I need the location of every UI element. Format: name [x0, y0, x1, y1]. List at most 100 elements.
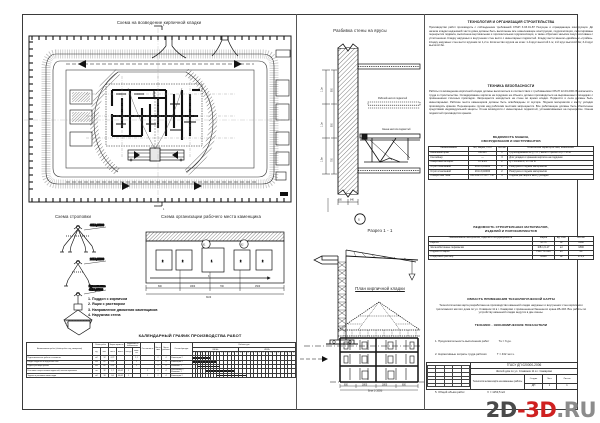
callout-k1: К1	[203, 244, 206, 246]
equipment-title-line1: ВЕДОМОСТЬ МАШИН,	[492, 135, 530, 139]
stamp-col-sheet: Лист	[542, 374, 557, 384]
svg-text:800: 800	[332, 87, 334, 92]
svg-text:1800: 1800	[362, 384, 368, 386]
gantt-bar	[206, 361, 208, 363]
calendar-header-cell: маш-ч	[116, 347, 125, 357]
gantt-cell	[199, 372, 204, 379]
gantt-cell	[191, 363, 196, 369]
crane-elevation	[304, 249, 422, 347]
heading-safety: ТЕХНИКА БЕЗОПАСНОСТИ	[487, 84, 535, 88]
gantt-cell	[207, 363, 212, 369]
column-divider-1	[296, 14, 297, 410]
gantt-bar	[198, 365, 200, 368]
slinging-label-2: 2СК-3,0/2000	[90, 259, 105, 261]
gantt-bar	[224, 374, 227, 377]
watermark-dash: -	[517, 398, 526, 422]
column-divider-2	[424, 14, 425, 410]
gantt-bar	[214, 361, 216, 363]
gantt-bar	[200, 361, 203, 363]
tep-item-5: 5. Общий объём работ V = 1153,5 м3	[435, 389, 505, 394]
gantt-bar	[220, 374, 224, 377]
gantt-cell	[197, 372, 201, 379]
gantt-bar	[231, 370, 235, 372]
gantt-bar	[195, 361, 198, 363]
watermark-3d: 3D	[525, 398, 557, 422]
gantt-bar	[208, 365, 211, 368]
task-value: 18	[100, 372, 109, 379]
calendar-header-cell: чел-ч	[108, 347, 117, 357]
gantt-bar	[206, 370, 208, 372]
task-value: 1	[140, 372, 155, 379]
task-crew: Монтажники 2, Машинист 1	[169, 367, 193, 375]
title-block: ГГАСУ ДП 020000-2006 Жилой дом по ул. Сл…	[426, 362, 578, 390]
tier-dim-1: 1,0м	[322, 157, 324, 162]
gantt-bar	[198, 357, 200, 359]
materials-table: Наименование материалов, изделий и полуф…	[428, 236, 594, 261]
svg-text:2: 2	[262, 261, 264, 263]
gantt-bar	[203, 357, 206, 359]
title-site-plan: Схема на возведение кирпичной кладки	[116, 20, 202, 25]
flow-arrow-icon	[300, 356, 328, 362]
gantt-bar	[224, 370, 227, 372]
task-crew: Каменщики 2	[169, 372, 193, 379]
table-cell: Поворотная база	[428, 174, 469, 180]
stamp-val-sheet: 1	[542, 383, 557, 390]
gantt-cell	[210, 372, 214, 379]
table-cell: Подача раствора к месту укладки	[507, 174, 594, 180]
gantt-bar	[195, 357, 198, 359]
svg-text:640: 640	[350, 200, 355, 202]
svg-text:2: 2	[182, 261, 184, 263]
calendar-header-cell: маш-см	[132, 347, 141, 357]
wall-note-lower: Смена настила подмостей	[382, 128, 411, 131]
legend-item-3: 3. Направление движения каменщиков	[88, 307, 158, 312]
gantt-bar	[203, 365, 206, 368]
stamp-val-sheets: 1	[556, 383, 578, 390]
tep-item-2: 2. Нормативные затраты труда рабочих Т =…	[435, 351, 515, 356]
callout-k2: К2	[241, 244, 244, 246]
equipment-table: Наименование Тип, марка, ГОСТ Кол-во Тех…	[428, 146, 594, 180]
gantt-bar	[216, 365, 220, 368]
calendar-header: Наименование работ (объём работ и ед. из…	[26, 341, 297, 357]
heading-scope: ОБЛАСТЬ ПРИМЕНЕНИЯ ТЕХНОЛОГИЧЕСКОЙ КАРТЫ	[467, 297, 555, 301]
gantt-bar	[235, 374, 239, 377]
svg-text:1800: 1800	[190, 286, 196, 288]
gantt-bar	[192, 361, 195, 363]
tep-item-1: 1. Продолжительность выполнения работ Тн…	[435, 339, 512, 344]
stamp-val-stage: ДП	[524, 383, 543, 390]
gantt-bar	[220, 370, 224, 372]
task-value: 4	[161, 372, 171, 379]
svg-text:600: 600	[158, 286, 163, 288]
svg-text:3: 3	[208, 276, 210, 278]
title-calendar: КАЛЕНДАРНЫЙ ГРАФИК ПРОИЗВОДСТВА РАБОТ	[138, 333, 242, 338]
node-marker-b: Б	[354, 213, 366, 225]
svg-text:1: 1	[163, 209, 165, 211]
workplace-legend: 1. Поддон с кирпичом 2. Ящик с раствором…	[88, 297, 157, 319]
gantt-bar	[216, 370, 220, 372]
task-value	[132, 372, 141, 379]
slinging-label-1: 4СК-3,0/4000	[90, 225, 105, 227]
task-value: 40,0/2	[116, 372, 125, 379]
calendar-header-cell: Состав бригады	[169, 341, 193, 357]
workplace-diagram: 2 2 1 2 2 К1 К2 3 600 1800 700 1500 3100	[145, 231, 285, 299]
gantt-cell	[207, 372, 212, 379]
text-safety: Работы по возведению кирпичной кладки до…	[429, 90, 593, 115]
calendar-header-cell: чел-дн	[124, 347, 133, 357]
heading-materials-table: ВЕДОМОСТЬ СТРОИТЕЛЬНЫХ МАТЕРИАЛОВ, ИЗДЕЛ…	[426, 225, 596, 234]
tier-dim-3: 1,1м	[322, 87, 324, 92]
materials-title-line2: ИЗДЕЛИЙ И ПОЛУФАБРИКАТОВ	[484, 228, 538, 233]
title-wall-tiers: Разбивка стены на ярусы	[333, 28, 387, 33]
table-cell: 174,0	[568, 254, 594, 261]
tier-dim-2: 1,1м	[322, 122, 324, 127]
gantt-bar	[200, 357, 203, 359]
calendar-schedule-table: Наименование работ (объём работ и ед. из…	[26, 341, 297, 379]
svg-text:Б: Б	[358, 220, 360, 222]
building-section: 600 1800 1800 600 Блок 1 (1000)	[330, 301, 428, 393]
gantt-cell	[197, 363, 201, 369]
gantt-bar	[206, 365, 208, 368]
